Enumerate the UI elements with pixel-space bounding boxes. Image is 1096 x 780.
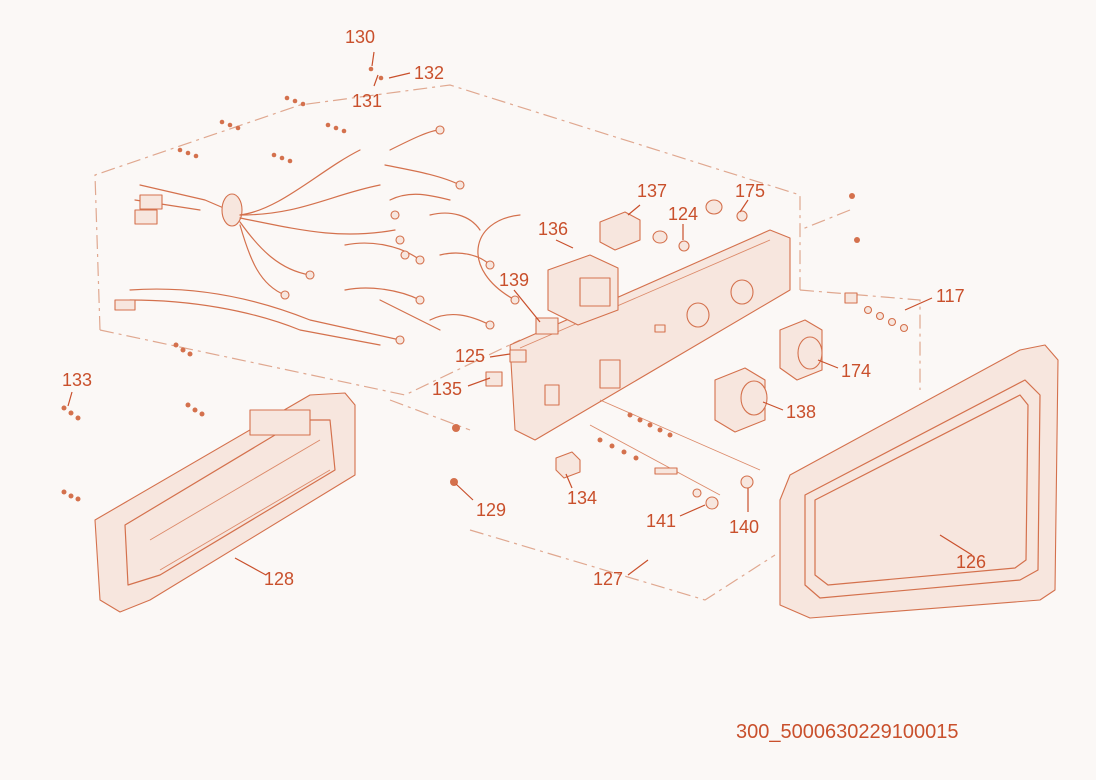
- callout-117: 117: [936, 286, 965, 306]
- diagram-reference-code: 300_5000630229100015: [736, 721, 959, 743]
- callout-136: 136: [538, 219, 568, 239]
- callout-128: 128: [264, 569, 294, 589]
- callout-135: 135: [432, 379, 462, 399]
- circuit-breaker: [599, 211, 641, 251]
- callout-124: 124: [668, 204, 698, 224]
- callout-140: 140: [729, 517, 759, 537]
- receptacle-138: [714, 367, 768, 433]
- assembly-outline: [94, 84, 921, 601]
- relay-and-switches: [485, 317, 581, 479]
- leader-lines: [67, 51, 973, 576]
- callout-133: 133: [62, 370, 92, 390]
- trim-strip: [589, 399, 761, 510]
- callout-174: 174: [841, 361, 871, 381]
- callout-126: 126: [956, 552, 986, 572]
- lower-panel: [94, 392, 356, 613]
- indicator-components: [652, 199, 748, 252]
- front-bezel: [779, 344, 1059, 619]
- hardware-nuts: [61, 66, 860, 502]
- callout-134: 134: [567, 488, 597, 508]
- callout-137: 137: [637, 181, 667, 201]
- panel-components-117: [844, 292, 909, 333]
- control-module: [547, 254, 619, 326]
- callout-131: 131: [352, 91, 382, 111]
- callout-138: 138: [786, 402, 816, 422]
- callout-labels: 130 131 132 133 117 124 125 126 127 128 …: [62, 27, 986, 589]
- callout-141: 141: [646, 511, 676, 531]
- callout-139: 139: [499, 270, 529, 290]
- wiring-harness: [114, 125, 521, 346]
- receptacle-174: [779, 319, 823, 381]
- callout-130: 130: [345, 27, 375, 47]
- control-panel-plate: [509, 229, 791, 441]
- callout-129: 129: [476, 500, 506, 520]
- callout-127: 127: [593, 569, 623, 589]
- callout-175: 175: [735, 181, 765, 201]
- callout-125: 125: [455, 346, 485, 366]
- callout-132: 132: [414, 63, 444, 83]
